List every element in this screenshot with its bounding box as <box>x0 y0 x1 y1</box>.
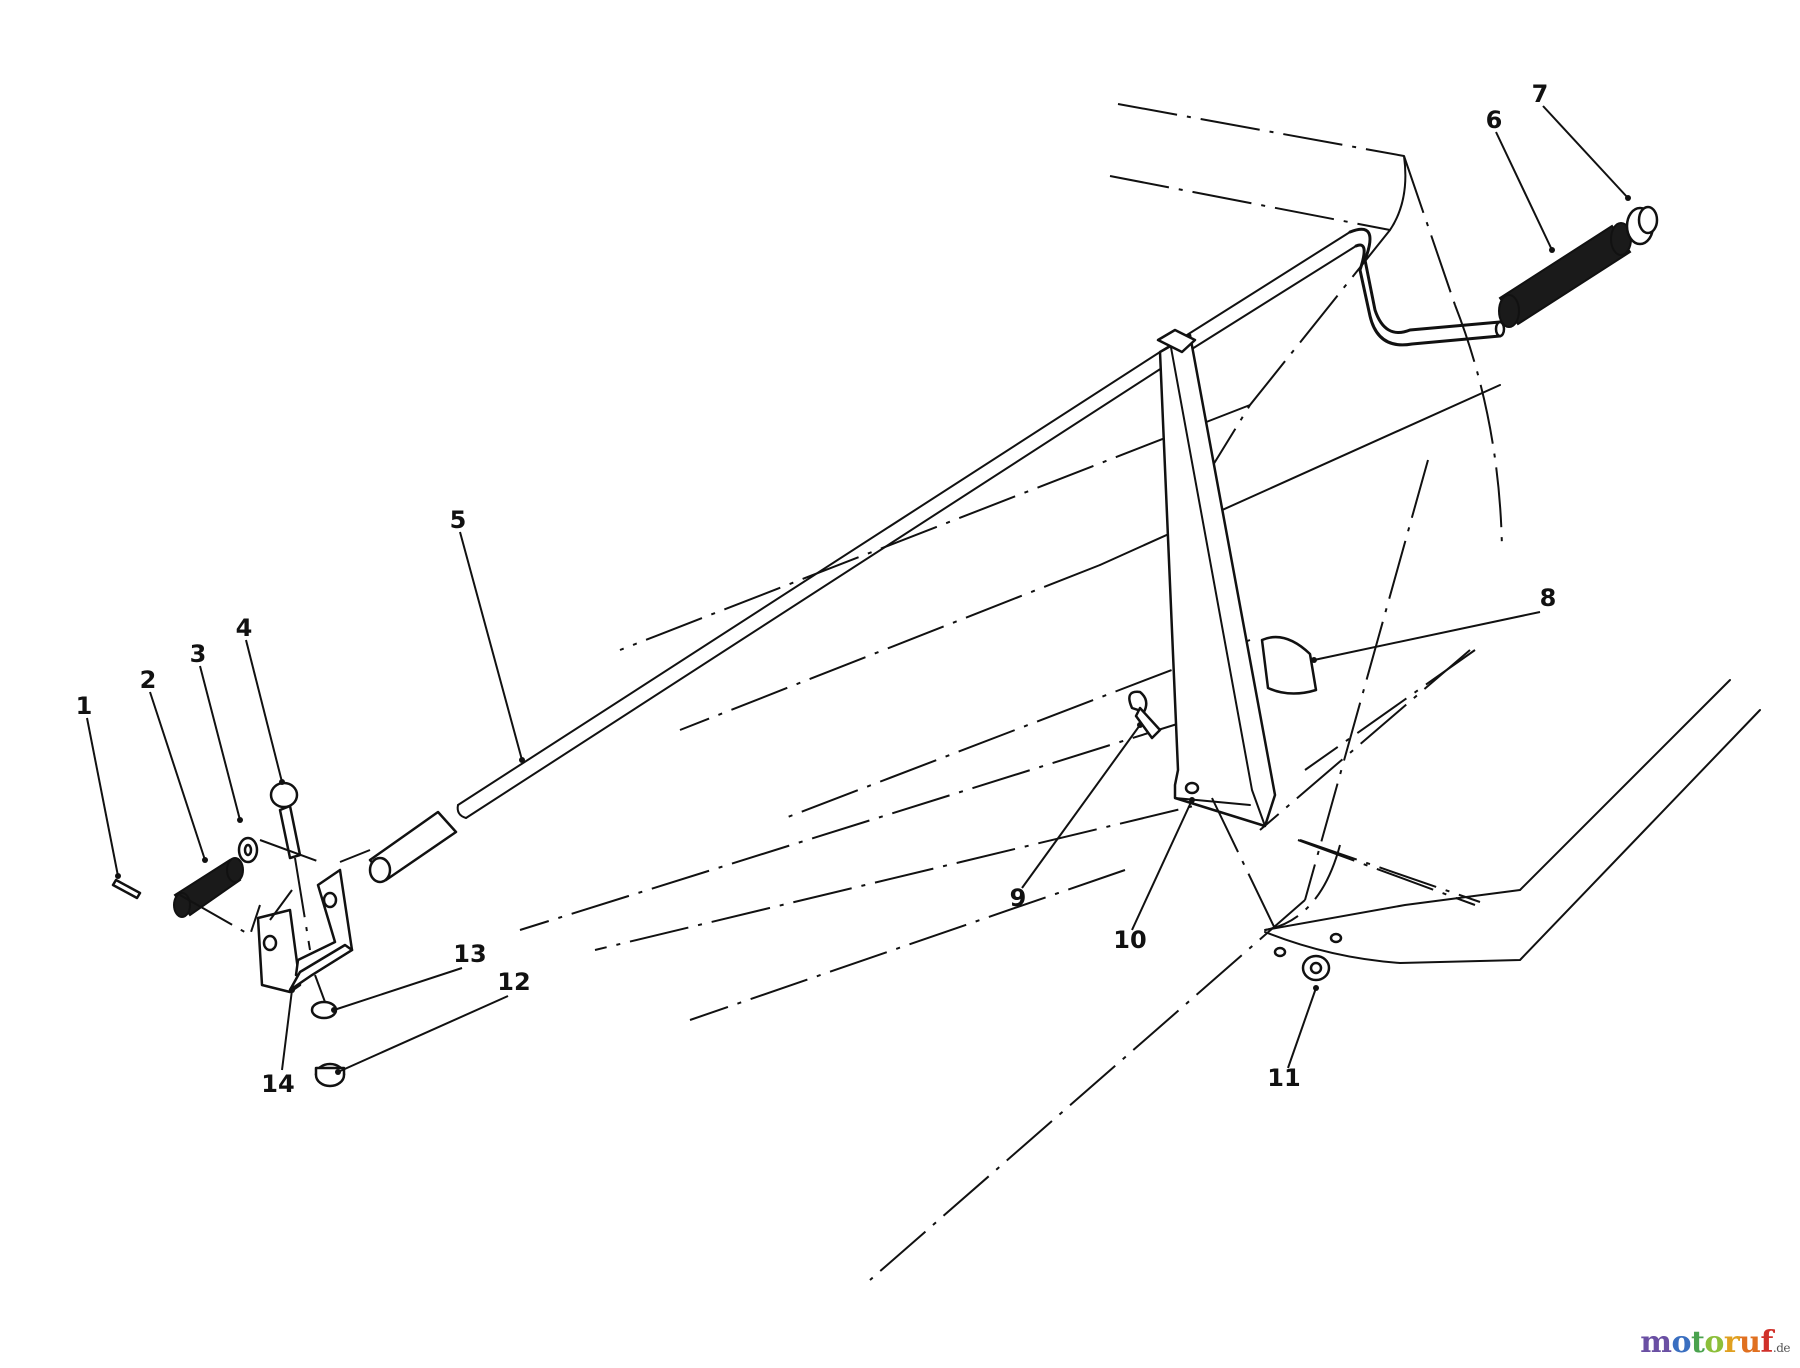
brand-letter: m <box>1640 1325 1672 1360</box>
callout-10: 10 <box>1113 926 1146 954</box>
brand-letter: u <box>1739 1325 1761 1360</box>
callout-2: 2 <box>140 666 157 694</box>
callout-1: 1 <box>76 692 93 720</box>
brand-letter: o <box>1671 1325 1691 1360</box>
part-9-bolt <box>1128 690 1162 740</box>
brand-letter: t <box>1690 1325 1705 1360</box>
part-2-spring <box>173 857 244 918</box>
brand-letter: f <box>1760 1325 1773 1360</box>
callout-9: 9 <box>1010 884 1027 912</box>
part-6-grip <box>1498 222 1632 328</box>
callout-labels: 1 2 3 4 5 6 7 8 9 10 11 12 13 14 <box>76 80 1557 1098</box>
callout-7: 7 <box>1532 80 1549 108</box>
callout-11: 11 <box>1267 1064 1300 1092</box>
callout-13: 13 <box>453 940 486 968</box>
callout-14: 14 <box>261 1070 294 1098</box>
brand-letter: o <box>1704 1325 1724 1360</box>
part-5-rod <box>456 227 1506 819</box>
part-10-bracket-arm <box>1156 328 1277 828</box>
assembly-guides <box>179 797 1279 1003</box>
part-14-lower-bracket <box>256 868 354 994</box>
part-11-nut <box>1301 954 1331 982</box>
part-8-decal <box>1260 635 1318 695</box>
callout-4: 4 <box>236 614 253 642</box>
part-5-tube <box>368 810 458 884</box>
callout-12: 12 <box>497 968 530 996</box>
callout-5: 5 <box>450 506 467 534</box>
brand-letter: r <box>1723 1325 1740 1360</box>
leader-lines <box>86 105 1631 1075</box>
part-1-pin <box>111 878 142 900</box>
part-12-nut <box>314 1062 346 1088</box>
brand-watermark: motoruf.de <box>1640 1325 1790 1360</box>
callout-3: 3 <box>190 640 207 668</box>
callout-6: 6 <box>1486 106 1503 134</box>
part-3-washer <box>237 836 259 864</box>
callout-8: 8 <box>1540 584 1557 612</box>
part-4-carriage-bolt <box>269 781 311 951</box>
brand-tld: .de <box>1772 1341 1791 1355</box>
part-7-cap <box>1625 205 1659 246</box>
